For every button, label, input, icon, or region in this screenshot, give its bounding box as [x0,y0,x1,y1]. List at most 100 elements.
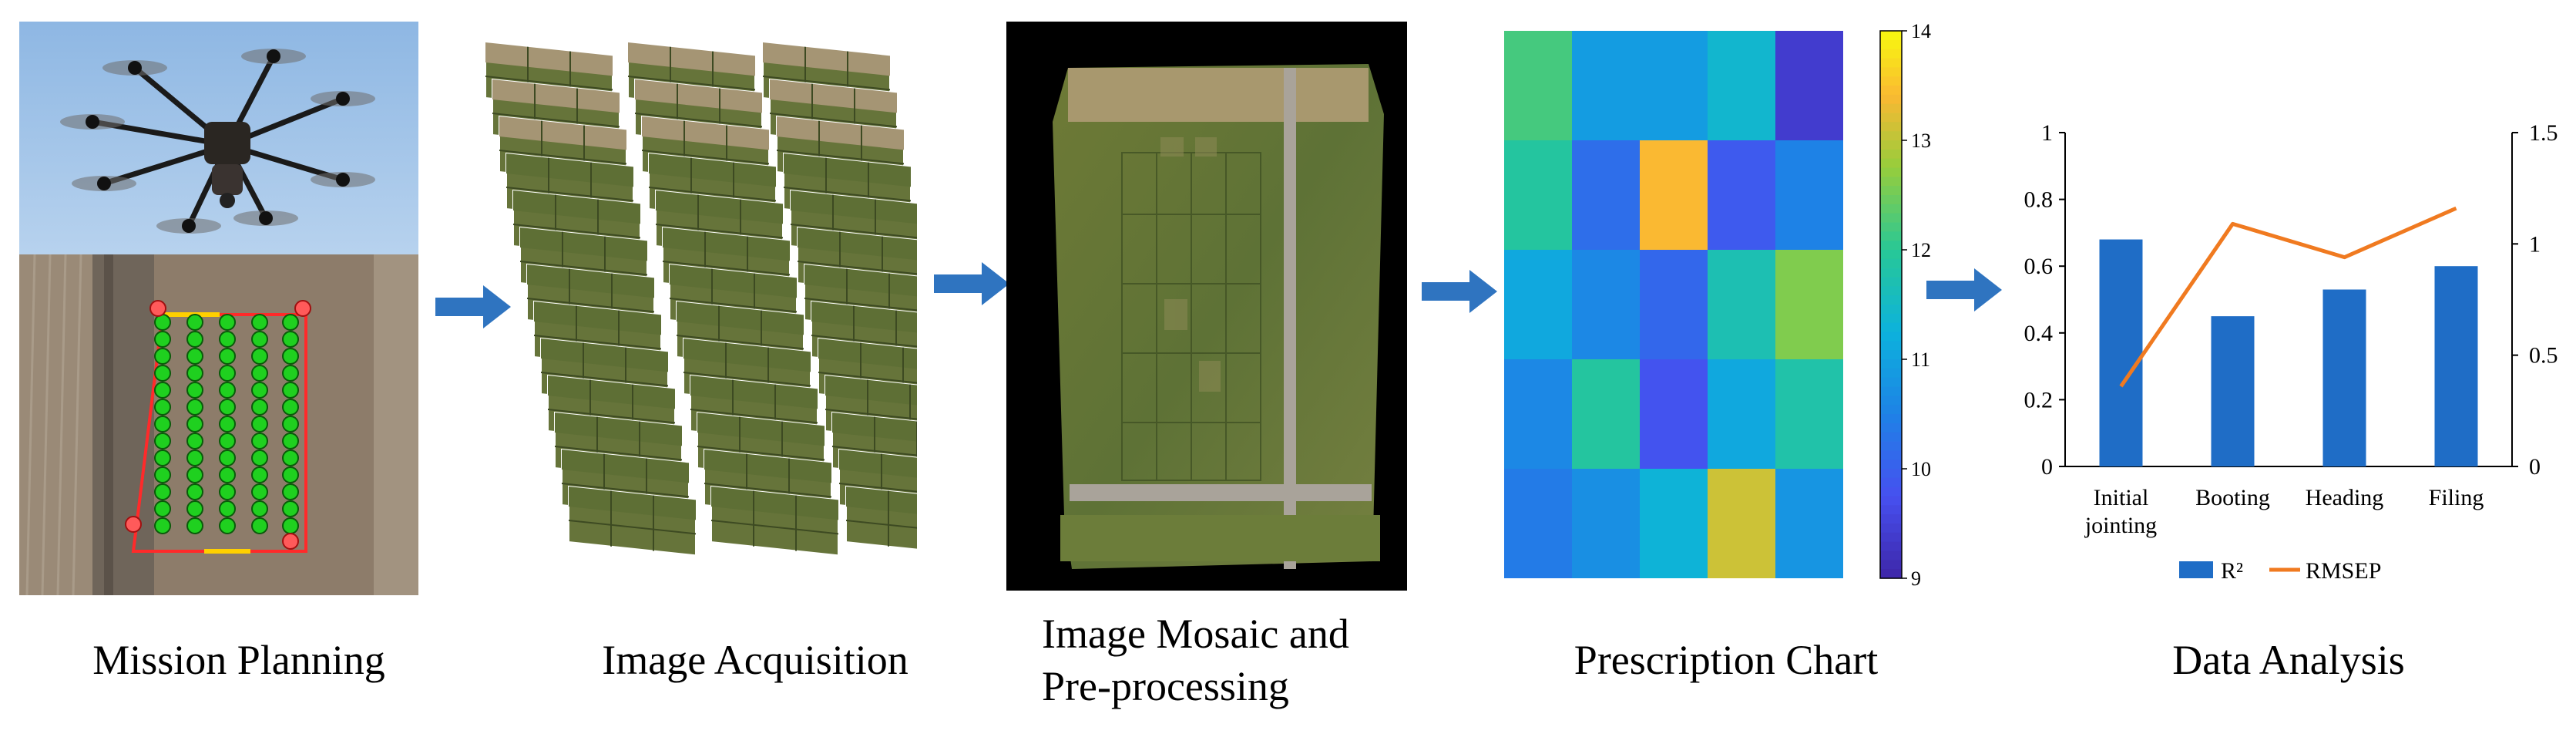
colorbar-segment [1880,423,1902,433]
heatmap-cell [1640,250,1708,359]
waypoint-marker [186,331,203,348]
colorbar-segment [1880,350,1902,360]
colorbar-segment [1880,469,1902,479]
right-tick-label: 1 [2529,231,2541,257]
waypoint-marker [251,466,268,483]
bar-r2 [2099,239,2143,466]
left-tick-label: 0.2 [2024,387,2054,412]
heatmap-cell [1640,359,1708,469]
heatmap-cell [1775,250,1843,359]
colorbar-segment [1880,505,1902,515]
caption-mission-planning: Mission Planning [92,637,385,683]
colorbar-segment [1880,258,1902,269]
legend-label-r2: R² [2221,558,2243,584]
waypoint-marker [251,500,268,517]
colorbar-segment [1880,487,1902,497]
heatmap-cell [1572,31,1640,140]
colorbar-segment [1880,213,1902,224]
colorbar-segment [1880,514,1902,524]
x-tick-label: Initial [2094,485,2149,510]
waypoint-marker [282,314,299,331]
waypoint-marker [186,348,203,365]
heatmap-cell [1504,140,1572,250]
waypoint-marker [282,382,299,399]
x-tick-label: Heading [2306,485,2384,510]
waypoint-marker [186,466,203,483]
acquired-image-tile [710,485,839,557]
caption-prescription-chart: Prescription Chart [1573,637,1879,683]
heatmap-cell [1572,140,1640,250]
waypoint-marker [219,399,236,416]
colorbar-segment [1880,322,1902,333]
waypoint-marker [282,365,299,382]
colorbar-segment [1880,332,1902,342]
orthomosaic-image [1006,22,1407,591]
colorbar-segment [1880,131,1902,141]
waypoint-marker [154,331,171,348]
colorbar-segment [1880,222,1902,232]
colorbar-segment [1880,405,1902,415]
bar-r2 [2434,266,2478,466]
colorbar-segment [1880,550,1902,561]
colorbar-segment [1880,341,1902,351]
heatmap-cell [1708,469,1775,578]
colorbar-segment [1880,58,1902,68]
waypoint-marker [251,314,268,331]
waypoint-marker [251,348,268,365]
left-tick-label: 0.6 [2024,254,2054,279]
colorbar-segment [1880,76,1902,86]
colorbar-tick-label: 10 [1911,458,1931,480]
caption-image-mosaic-line1: Image Mosaic and [1042,611,1349,657]
left-tick-label: 0.4 [2024,321,2054,346]
acquired-image-tile [845,485,917,557]
colorbar-segment [1880,432,1902,443]
right-tick-label: 0 [2529,454,2541,480]
arrow-right-icon [435,285,511,328]
waypoint-marker [251,517,268,534]
colorbar-segment [1880,140,1902,150]
waypoint-marker [282,500,299,517]
waypoint-marker [186,449,203,466]
right-tick-label: 0.5 [2529,343,2558,369]
heatmap-cell [1775,140,1843,250]
colorbar-tick-label: 11 [1911,348,1930,371]
colorbar-segment [1880,122,1902,132]
waypoint-marker [219,483,236,500]
right-tick-label: 1.5 [2529,120,2558,146]
colorbar-segment [1880,359,1902,369]
colorbar-segment [1880,569,1902,579]
colorbar-segment [1880,241,1902,251]
waypoint-marker [251,433,268,449]
heatmap-cell [1708,140,1775,250]
colorbar-tick-label: 9 [1911,567,1921,590]
colorbar-segment [1880,477,1902,488]
colorbar-segment [1880,524,1902,534]
colorbar-segment [1880,450,1902,460]
colorbar-segment [1880,231,1902,241]
colorbar-segment [1880,441,1902,451]
waypoint-marker [154,416,171,433]
waypoint-marker [282,348,299,365]
waypoint-marker [186,416,203,433]
heatmap-cell [1640,469,1708,578]
colorbar-segment [1880,460,1902,470]
waypoint-marker [219,365,236,382]
waypoint-marker [154,483,171,500]
caption-data-analysis: Data Analysis [2172,637,2405,683]
waypoint-marker [251,416,268,433]
heatmap-cell [1504,359,1572,469]
left-tick-label: 0.8 [2024,187,2054,213]
x-tick-label: Booting [2195,485,2270,510]
waypoint-marker [219,500,236,517]
x-tick-label: jointing [2084,513,2157,538]
colorbar-segment [1880,67,1902,77]
waypoint-marker [219,466,236,483]
waypoint-marker [154,466,171,483]
bar-r2 [2322,289,2366,466]
line-rmsep [2119,206,2457,388]
colorbar-segment [1880,386,1902,396]
waypoint-marker [251,331,268,348]
heatmap-cell [1775,469,1843,578]
colorbar-segment [1880,368,1902,379]
